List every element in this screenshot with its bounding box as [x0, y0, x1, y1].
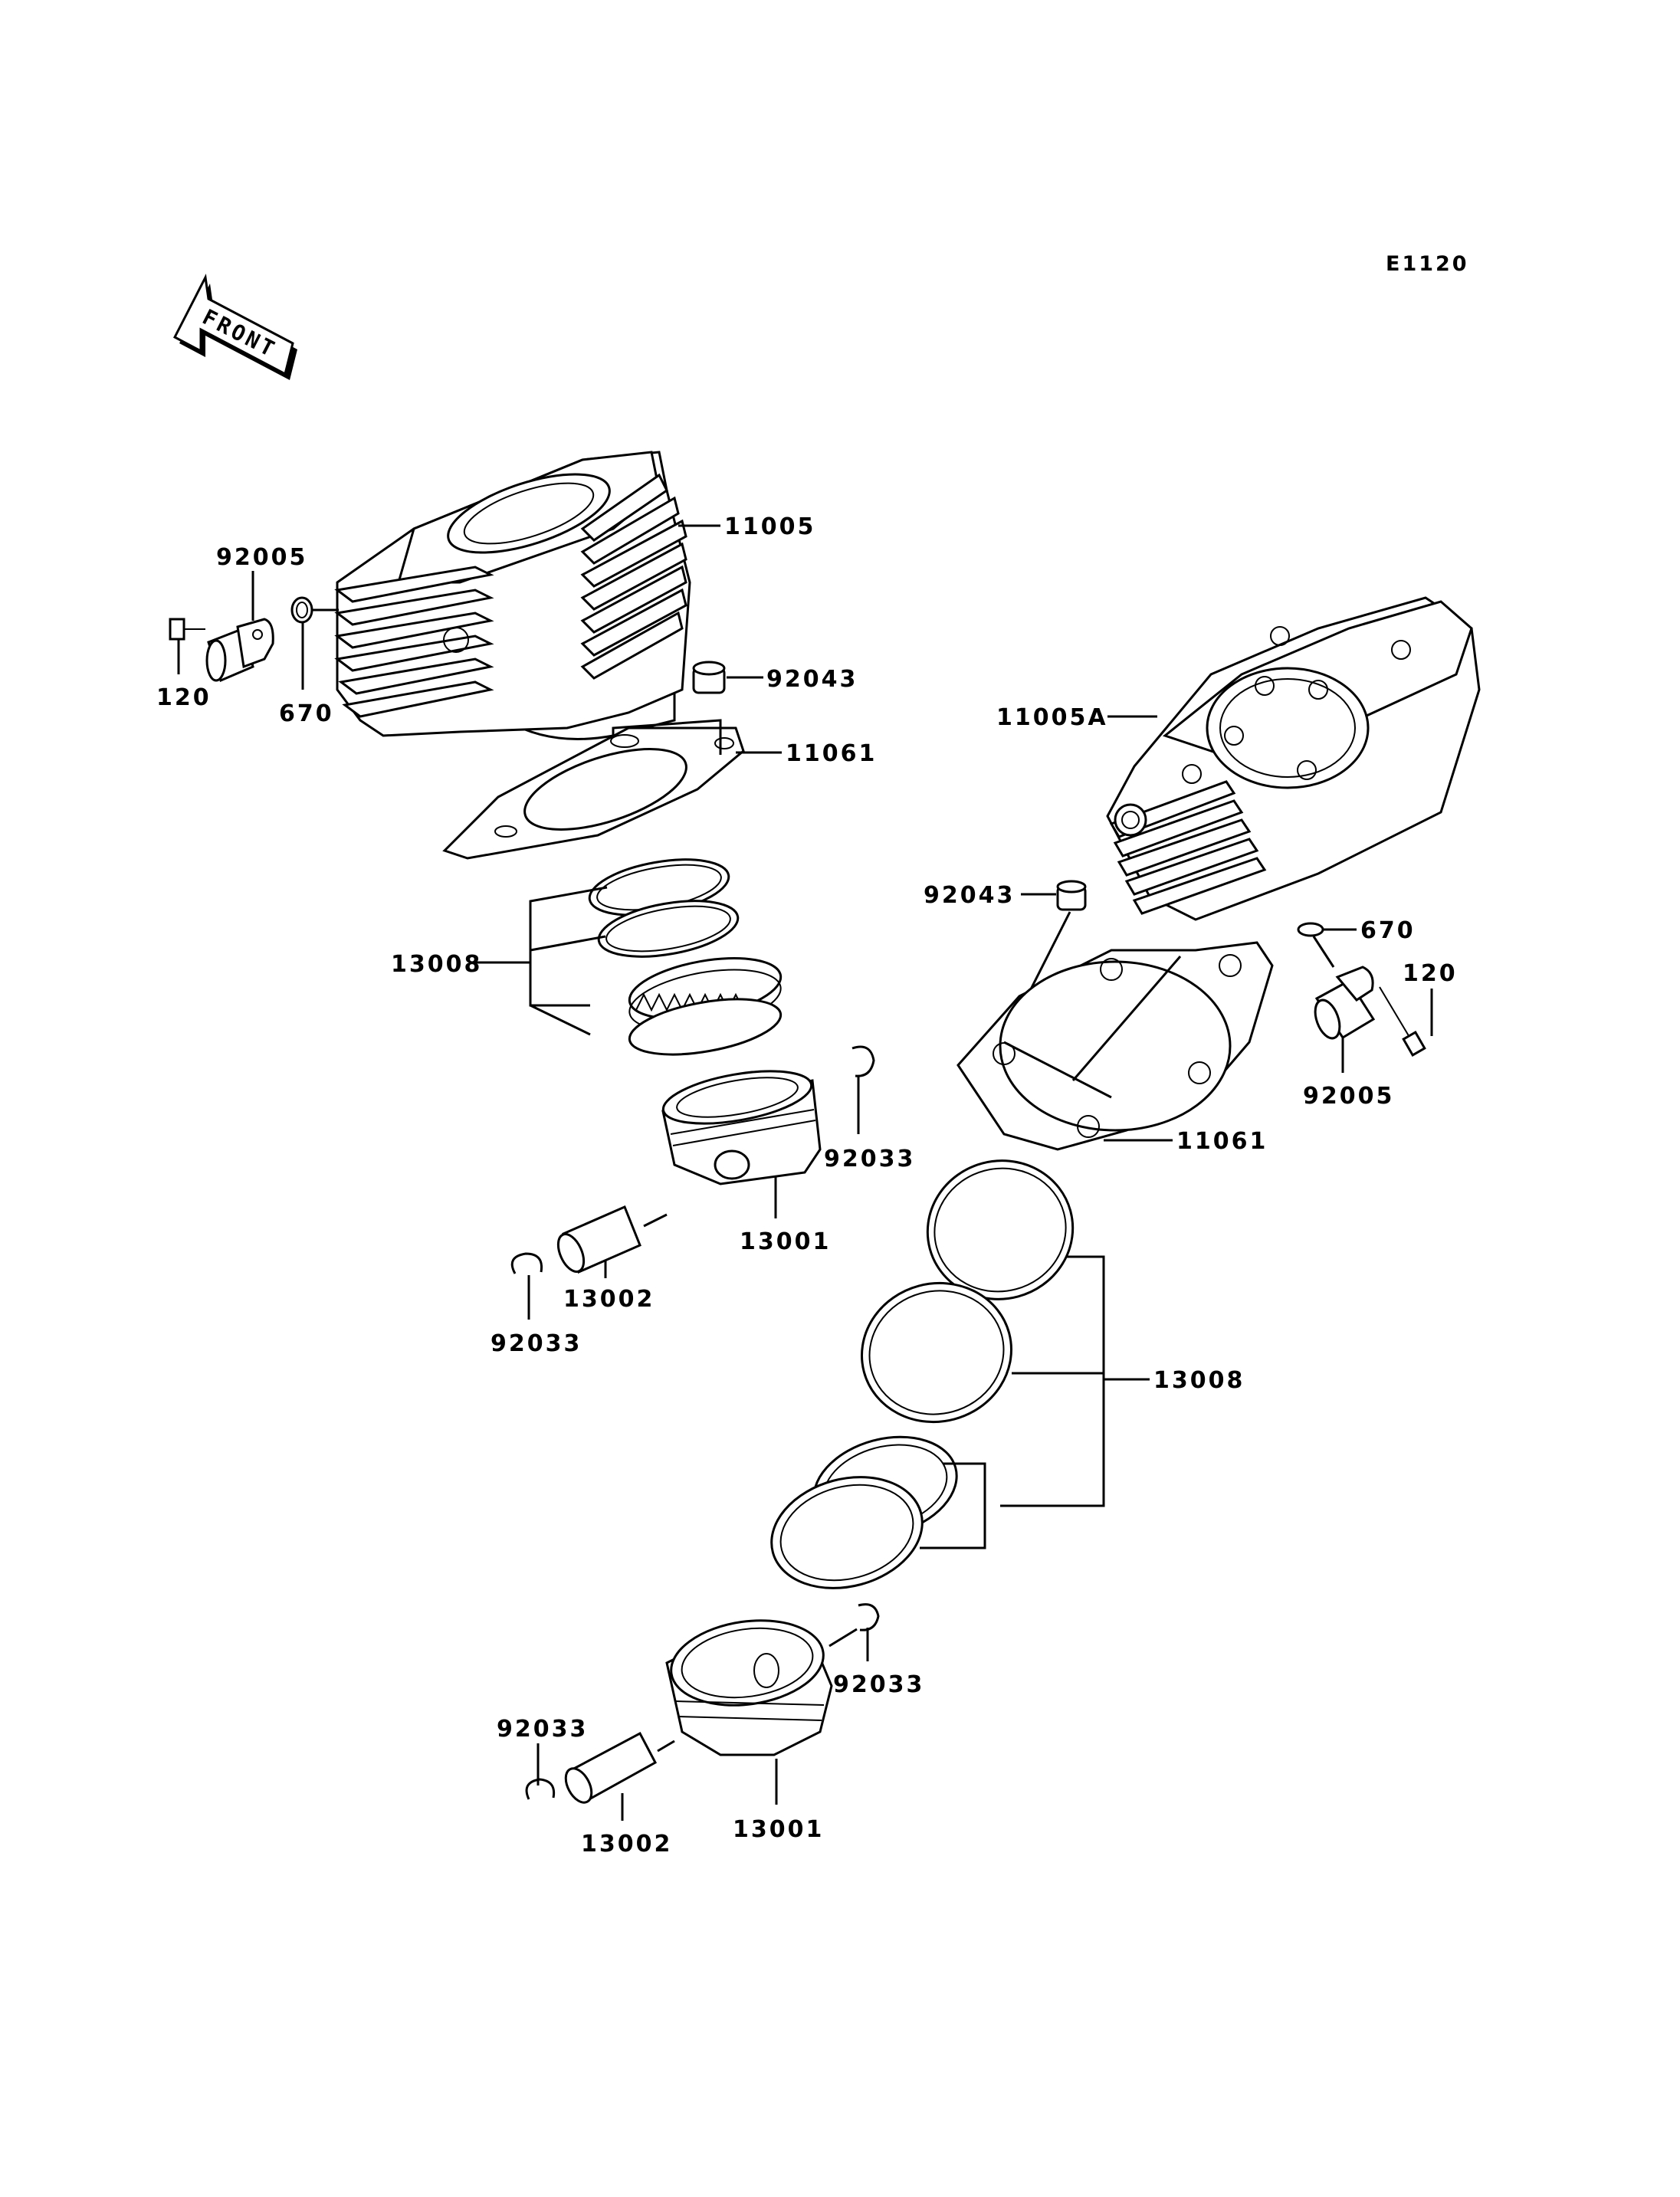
right-lower-circlip-part	[525, 1778, 556, 1800]
label-left-pin: 13002	[563, 1286, 655, 1313]
right-piston-rings-part	[770, 1159, 1075, 1589]
label-right-gasket: 11061	[1176, 1128, 1268, 1155]
label-right-water-pipe: 92005	[1303, 1083, 1394, 1110]
diagram-code: E1120	[1386, 252, 1469, 276]
label-left-upper-circlip: 92033	[824, 1146, 915, 1172]
left-dowel-part	[692, 661, 726, 694]
label-left-lower-circlip: 92033	[491, 1330, 582, 1357]
label-right-pin: 13002	[581, 1831, 672, 1858]
label-left-rings: 13008	[391, 951, 482, 978]
left-piston-rings-part	[588, 858, 783, 1056]
front-cylinder-part	[1106, 596, 1481, 921]
right-piston-part	[665, 1619, 833, 1756]
label-front-cylinder: 11005A	[996, 704, 1108, 731]
left-oring-part	[290, 596, 313, 624]
right-water-pipe-part	[1314, 966, 1376, 1040]
left-bolt-part	[169, 618, 205, 641]
left-lower-circlip-part	[510, 1252, 543, 1274]
label-right-rings: 13008	[1153, 1367, 1245, 1394]
label-right-dowel: 92043	[924, 882, 1015, 909]
right-bolt-part	[1379, 986, 1426, 1057]
right-dowel-part	[1056, 880, 1087, 911]
label-left-bolt: 120	[156, 684, 212, 711]
rear-cylinder-part	[334, 451, 691, 740]
left-water-pipe-part	[205, 618, 274, 683]
label-left-piston: 13001	[740, 1228, 831, 1255]
left-piston-pin-part	[556, 1205, 641, 1274]
label-right-piston: 13001	[733, 1816, 824, 1843]
label-left-dowel: 92043	[766, 666, 858, 693]
left-upper-circlip-part	[851, 1045, 875, 1077]
right-upper-circlip-part	[858, 1603, 880, 1631]
cooling-fins	[334, 473, 687, 718]
label-right-lower-circlip: 92033	[497, 1716, 588, 1743]
left-gasket-part	[442, 726, 745, 860]
right-oring-part	[1297, 922, 1324, 937]
label-left-water-pipe: 92005	[216, 544, 307, 571]
front-arrow-icon: FRONT	[172, 274, 297, 380]
label-rear-cylinder: 11005	[724, 513, 815, 540]
right-piston-pin-part	[564, 1731, 658, 1804]
left-piston-part	[661, 1070, 822, 1185]
label-left-gasket: 11061	[786, 740, 877, 767]
right-gasket-part	[956, 941, 1274, 1151]
label-right-upper-circlip: 92033	[833, 1671, 924, 1698]
label-left-oring: 670	[279, 700, 334, 727]
label-right-oring: 670	[1360, 917, 1416, 944]
label-right-bolt: 120	[1403, 960, 1458, 987]
